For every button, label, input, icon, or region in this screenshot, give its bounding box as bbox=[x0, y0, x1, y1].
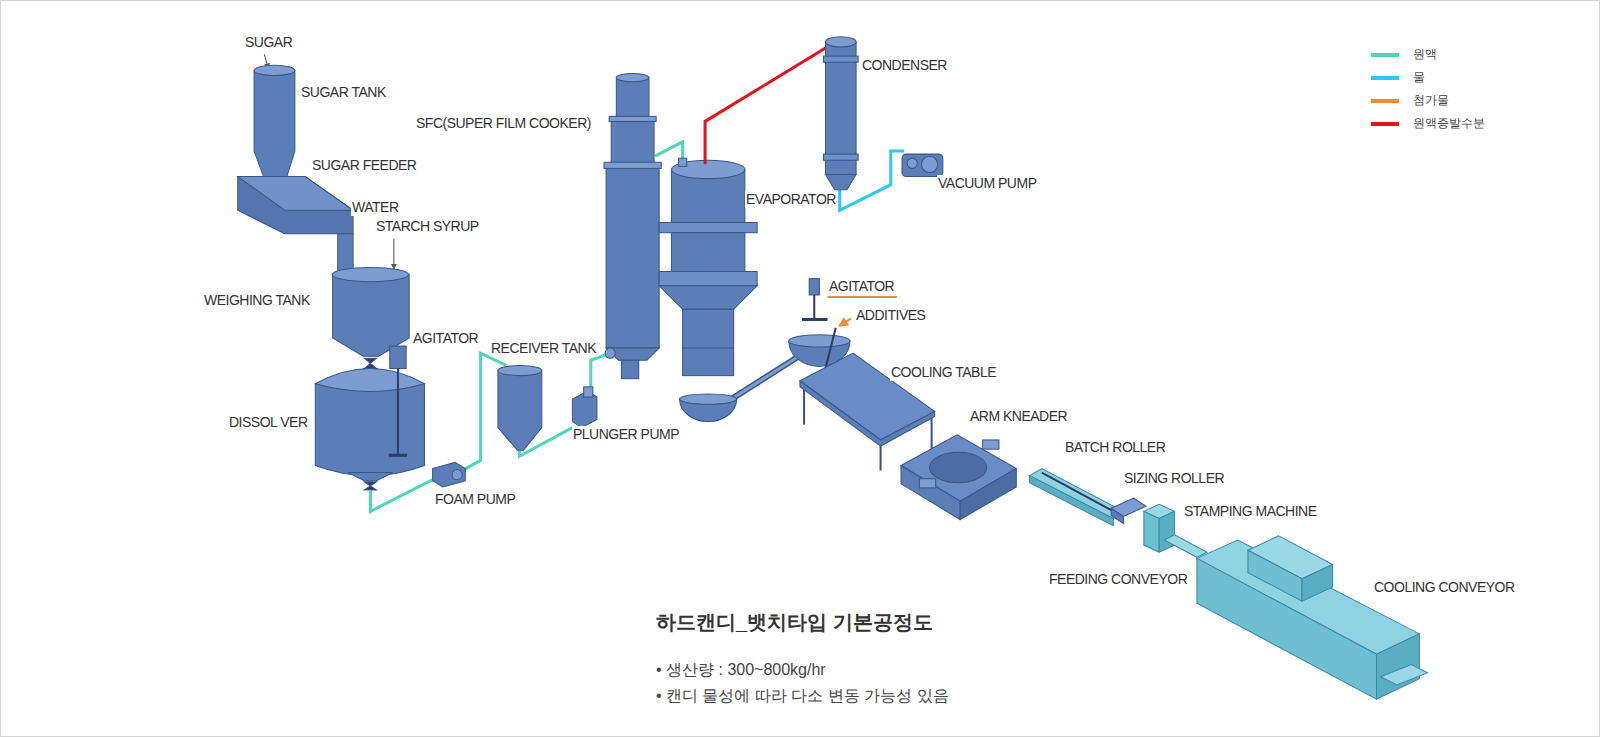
part-label: STAMPING MACHINE bbox=[1183, 503, 1318, 520]
part-label: RECEIVER TANK bbox=[490, 340, 597, 357]
part-label: COOLING CONVEYOR bbox=[1373, 579, 1516, 596]
part-label: WEIGHING TANK bbox=[203, 292, 311, 309]
part-label: SUGAR TANK bbox=[300, 84, 387, 101]
legend-swatch bbox=[1371, 53, 1399, 57]
legend-text: 첨가물 bbox=[1413, 93, 1449, 108]
part-label: SUGAR bbox=[244, 34, 293, 51]
part-label: EVAPORATOR bbox=[745, 191, 837, 208]
part-label: FEEDING CONVEYOR bbox=[1048, 571, 1188, 588]
part-label: CONDENSER bbox=[861, 57, 948, 74]
part-label: AGITATOR bbox=[828, 278, 895, 295]
part-label: SIZING ROLLER bbox=[1123, 470, 1225, 487]
part-label: BATCH ROLLER bbox=[1064, 439, 1166, 456]
part-label: ARM KNEADER bbox=[969, 408, 1068, 425]
part-label: ADDITIVES bbox=[855, 307, 926, 324]
part-label: SUGAR FEEDER bbox=[311, 157, 417, 174]
legend-text: 원액 bbox=[1413, 47, 1437, 62]
note-text: • 캔디 물성에 따라 다소 변동 가능성 있음 bbox=[656, 686, 949, 706]
part-label: PLUNGER PUMP bbox=[572, 426, 680, 443]
legend-text: 물 bbox=[1413, 70, 1425, 85]
part-label: VACUUM PUMP bbox=[937, 175, 1037, 192]
legend-swatch bbox=[1371, 122, 1399, 126]
part-label: AGITATOR bbox=[412, 330, 479, 347]
legend-swatch bbox=[1371, 99, 1399, 103]
legend-swatch bbox=[1371, 76, 1399, 80]
part-label: WATER bbox=[351, 199, 400, 216]
part-label: STARCH SYRUP bbox=[375, 218, 480, 235]
part-label: COOLING TABLE bbox=[890, 364, 997, 381]
part-label: FOAM PUMP bbox=[434, 491, 516, 508]
legend-text: 원액증발수분 bbox=[1413, 116, 1485, 131]
note-text: • 생산량 : 300~800kg/hr bbox=[656, 660, 826, 680]
part-label: DISSOL VER bbox=[228, 414, 309, 431]
part-label: SFC(SUPER FILM COOKER) bbox=[415, 115, 592, 132]
diagram-title: 하드캔디_뱃치타입 기본공정도 bbox=[656, 610, 933, 634]
